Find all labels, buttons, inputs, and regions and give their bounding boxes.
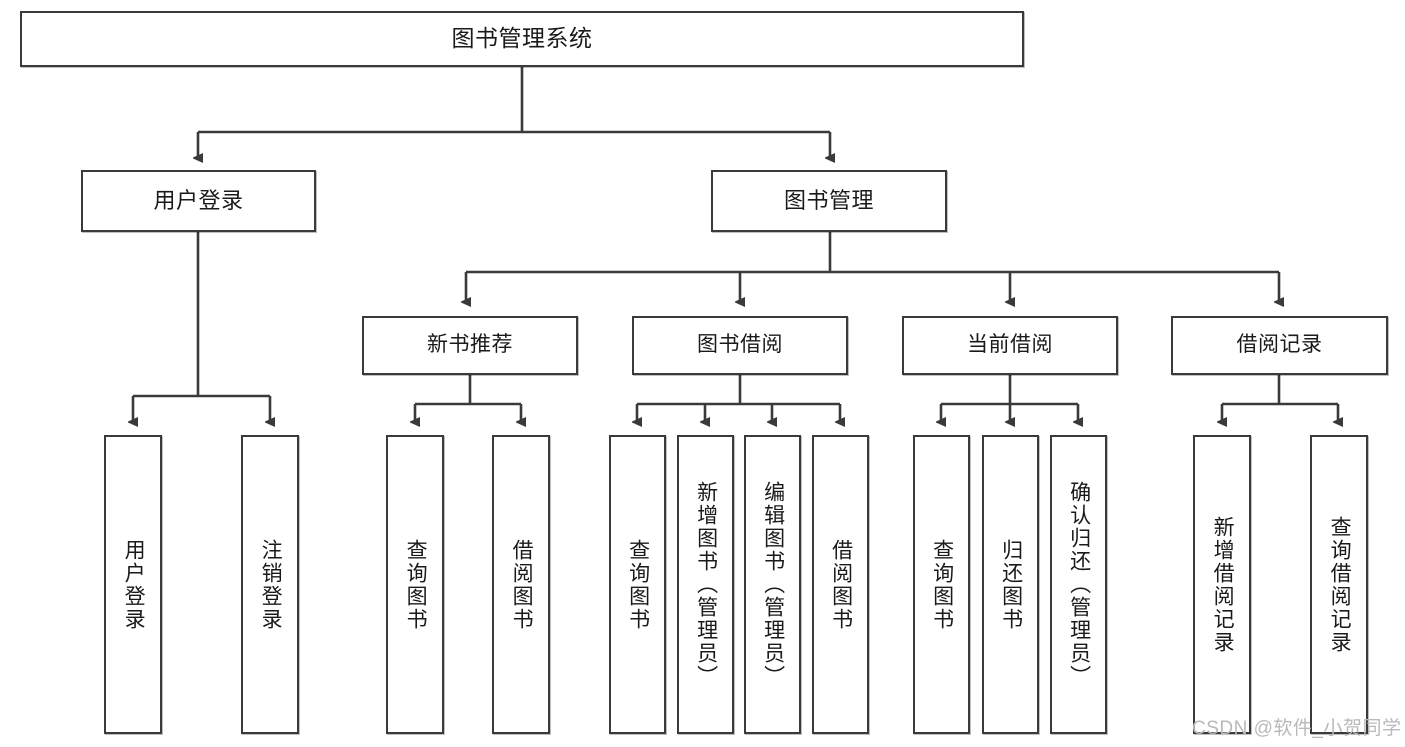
node-label: 查询图书 xyxy=(930,538,954,631)
node-label: 新增图书（管理员） xyxy=(694,481,718,688)
node-user-login[interactable]: 用户登录 xyxy=(81,170,316,232)
node-leaf-query-borrow-record[interactable]: 查询借阅记录 xyxy=(1310,435,1368,734)
node-leaf-borrow-book-1[interactable]: 借阅图书 xyxy=(492,435,550,734)
node-leaf-return-book[interactable]: 归还图书 xyxy=(982,435,1039,734)
node-leaf-user-login[interactable]: 用户登录 xyxy=(104,435,162,734)
node-label: 注销登录 xyxy=(259,538,283,631)
node-leaf-add-borrow-record[interactable]: 新增借阅记录 xyxy=(1193,435,1251,734)
node-label: 新书推荐 xyxy=(427,333,513,357)
node-label: 借阅图书 xyxy=(829,538,853,631)
node-borrow-record[interactable]: 借阅记录 xyxy=(1171,316,1388,375)
node-label: 查询图书 xyxy=(626,538,650,631)
node-new-book-recommend[interactable]: 新书推荐 xyxy=(362,316,578,375)
node-leaf-query-book-3[interactable]: 查询图书 xyxy=(913,435,970,734)
node-leaf-user-logout[interactable]: 注销登录 xyxy=(241,435,299,734)
node-label: 借阅图书 xyxy=(510,538,534,631)
node-label: 图书借阅 xyxy=(697,333,783,357)
node-book-borrow[interactable]: 图书借阅 xyxy=(632,316,848,375)
node-leaf-confirm-return[interactable]: 确认归还（管理员） xyxy=(1050,435,1107,734)
node-label: 编辑图书（管理员） xyxy=(761,481,785,688)
node-label: 用户登录 xyxy=(122,538,146,631)
node-root-system[interactable]: 图书管理系统 xyxy=(20,11,1024,67)
node-current-borrow[interactable]: 当前借阅 xyxy=(902,316,1118,375)
node-leaf-query-book-2[interactable]: 查询图书 xyxy=(609,435,666,734)
node-label: 查询借阅记录 xyxy=(1328,515,1352,654)
node-label: 借阅记录 xyxy=(1236,333,1323,357)
node-label: 当前借阅 xyxy=(967,333,1053,357)
node-label: 图书管理 xyxy=(783,188,874,214)
node-label: 归还图书 xyxy=(999,538,1023,631)
node-label: 确认归还（管理员） xyxy=(1067,481,1091,688)
node-label: 新增借阅记录 xyxy=(1211,515,1235,654)
node-leaf-query-book-1[interactable]: 查询图书 xyxy=(386,435,444,734)
node-book-management[interactable]: 图书管理 xyxy=(711,170,947,232)
node-label: 用户登录 xyxy=(153,188,244,214)
node-leaf-edit-book[interactable]: 编辑图书（管理员） xyxy=(744,435,801,734)
node-label: 图书管理系统 xyxy=(451,25,593,52)
node-leaf-add-book[interactable]: 新增图书（管理员） xyxy=(677,435,734,734)
node-leaf-borrow-book-2[interactable]: 借阅图书 xyxy=(812,435,869,734)
node-label: 查询图书 xyxy=(404,538,428,631)
